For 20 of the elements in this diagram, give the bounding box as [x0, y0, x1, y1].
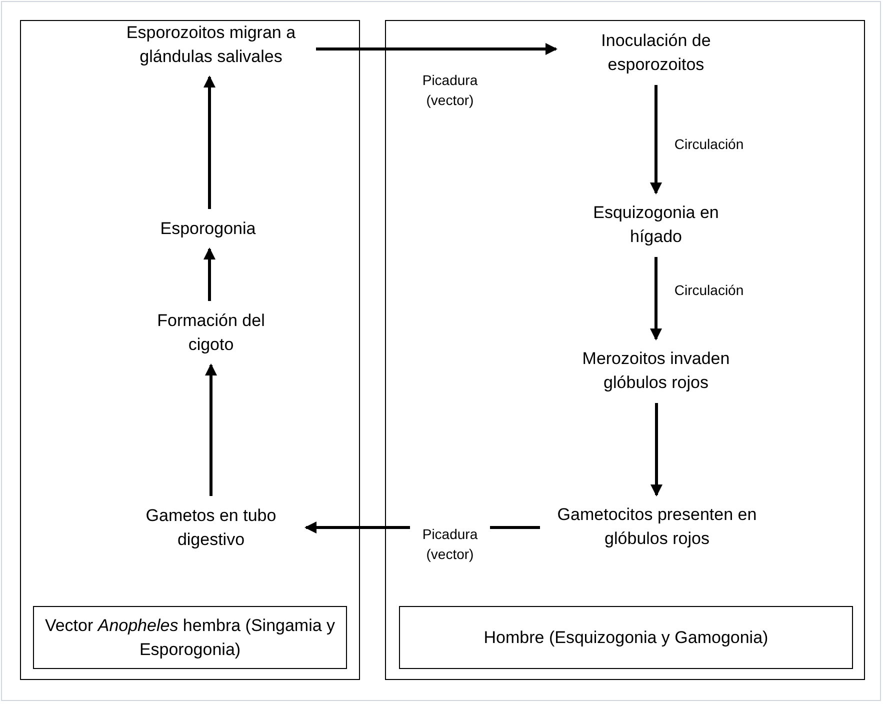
- caption-box: Vector Anopheles hembra (Singamia y Esporogonia): [33, 606, 347, 669]
- arrow: [204, 248, 216, 301]
- caption-box: Hombre (Esquizogonia y Gamogonia): [399, 606, 853, 669]
- step-label: Merozoitos invaden glóbulos rojos: [549, 339, 763, 403]
- arrow: [650, 257, 662, 340]
- step-label: Esporozoitos migran a glándulas salivales: [106, 13, 316, 77]
- step-label: Esquizogonia en hígado: [576, 193, 736, 257]
- step-label: Inoculación de esporozoitos: [556, 21, 756, 85]
- step-label: Gametocitos presenten en glóbulos rojos: [540, 495, 774, 559]
- arrow: [316, 43, 558, 55]
- step-label: Gametos en tubo digestivo: [116, 496, 306, 560]
- step-label: Esporogonia: [148, 209, 268, 249]
- edge-label: Picadura (vector): [410, 524, 490, 564]
- arrow: [650, 403, 662, 496]
- arrow: [650, 85, 662, 194]
- arrow: [205, 364, 217, 496]
- arrow: [204, 76, 216, 209]
- panel-frame: [20, 20, 360, 680]
- step-label: Formación del cigoto: [151, 301, 271, 365]
- panel-frame: [385, 20, 865, 680]
